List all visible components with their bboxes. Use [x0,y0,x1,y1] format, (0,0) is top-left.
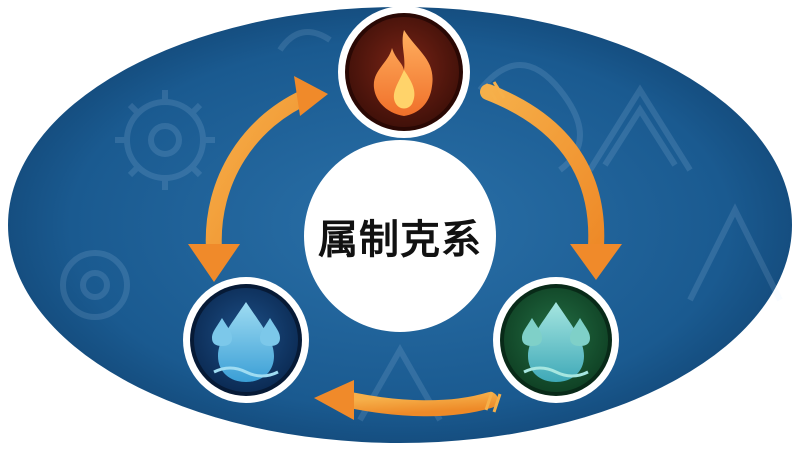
center-title: 属制克系 [318,217,482,263]
wood-node [493,277,619,403]
center-circle [304,140,496,332]
arrow-fire-water-double [188,76,328,282]
fire-node [338,6,470,138]
gear-icon [60,250,130,320]
arrow-wood-to-water [314,380,502,420]
arrow-fire-to-wood [480,81,622,280]
water-node [183,277,309,403]
water-drop-icon [522,302,590,382]
water-drop-icon [212,302,280,382]
fire-icon [373,30,433,116]
gear-icon [115,90,215,190]
